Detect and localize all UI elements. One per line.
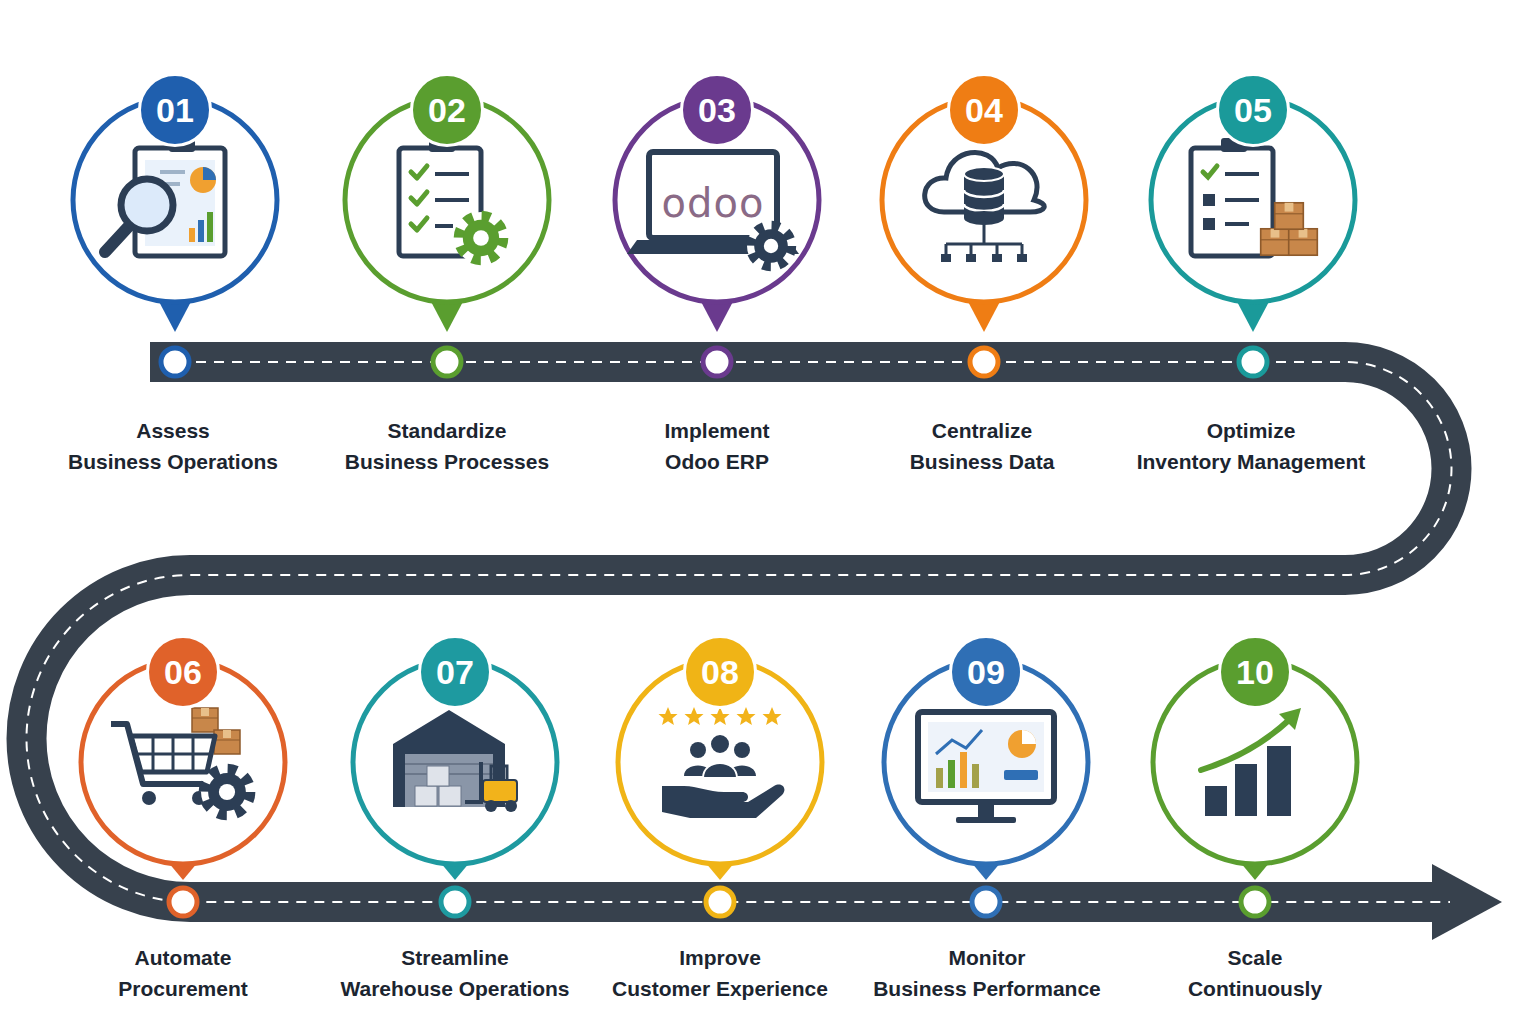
number-badge: 09 <box>949 635 1023 709</box>
database-icon <box>925 152 1044 262</box>
number-badge: 01 <box>138 73 212 147</box>
step-number: 04 <box>965 93 1003 127</box>
road-dot <box>706 888 734 916</box>
step-label: Streamline Warehouse Operations <box>340 942 569 1004</box>
road-dot <box>703 348 731 376</box>
warehouse-icon <box>393 710 517 812</box>
step-number: 08 <box>701 655 739 689</box>
step-label: Implement Odoo ERP <box>664 415 769 477</box>
step-rings <box>73 98 1357 916</box>
laptop-icon <box>627 152 799 270</box>
step-number: 09 <box>967 655 1005 689</box>
road <box>27 362 1503 940</box>
step-number: 03 <box>698 93 736 127</box>
road-dot <box>169 888 197 916</box>
step-label: Centralize Business Data <box>910 415 1055 477</box>
step-number: 07 <box>436 655 474 689</box>
odoo-logo: odoo <box>662 183 765 223</box>
monitor-icon <box>918 712 1054 823</box>
road-dot <box>441 888 469 916</box>
step-number: 02 <box>428 93 466 127</box>
number-badge: 08 <box>683 635 757 709</box>
road-dot <box>972 888 1000 916</box>
step-label: Standardize Business Processes <box>345 415 549 477</box>
number-badge: 04 <box>947 73 1021 147</box>
customer-icon <box>659 707 785 818</box>
number-badge: 02 <box>410 73 484 147</box>
number-badge: 06 <box>146 635 220 709</box>
step-number: 05 <box>1234 93 1272 127</box>
step-label: Assess Business Operations <box>68 415 278 477</box>
road-dot <box>1239 348 1267 376</box>
road-dot <box>161 348 189 376</box>
road-dot <box>1241 888 1269 916</box>
step-label: Monitor Business Performance <box>873 942 1101 1004</box>
road-dot <box>970 348 998 376</box>
step-number: 10 <box>1236 655 1274 689</box>
step-number: 01 <box>156 93 194 127</box>
step-label: Scale Continuously <box>1188 942 1322 1004</box>
step-number: 06 <box>164 655 202 689</box>
standardize-icon <box>399 138 507 264</box>
step-label: Optimize Inventory Management <box>1137 415 1366 477</box>
step-label: Improve Customer Experience <box>612 942 828 1004</box>
growth-icon <box>1201 708 1301 816</box>
number-badge: 05 <box>1216 73 1290 147</box>
inventory-icon <box>1191 138 1317 256</box>
number-badge: 07 <box>418 635 492 709</box>
road-dot <box>433 348 461 376</box>
number-badge: 10 <box>1218 635 1292 709</box>
cart-icon <box>111 708 253 818</box>
assess-icon <box>105 138 225 256</box>
number-badge: 03 <box>680 73 754 147</box>
step-label: Automate Procurement <box>118 942 248 1004</box>
